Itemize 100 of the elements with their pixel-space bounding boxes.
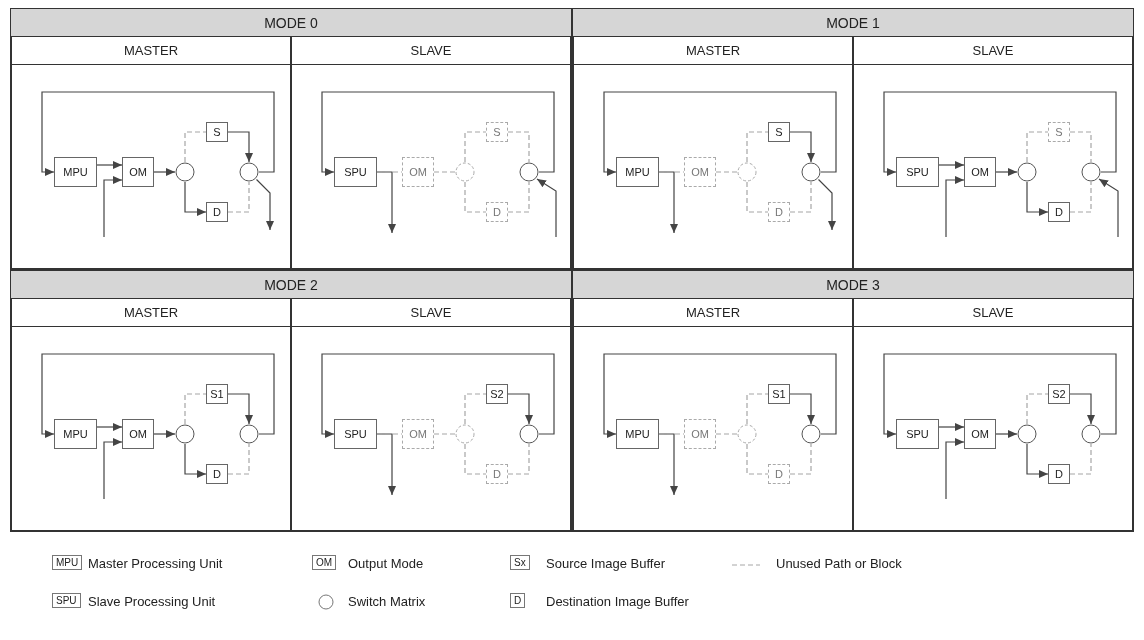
- mode-heading: MODE 1: [573, 9, 1133, 37]
- block-box: SPU: [896, 157, 939, 187]
- arrow: [41, 91, 275, 176]
- abbreviation-key: MPU: [52, 555, 83, 570]
- unused-path: [184, 393, 207, 425]
- diagram-panel: [853, 36, 1133, 269]
- arrow: [41, 353, 275, 438]
- block-box: D: [206, 202, 228, 222]
- arrow: [603, 91, 837, 176]
- block-box: S1: [206, 384, 228, 404]
- unused-path: [746, 131, 769, 163]
- unused-path: [433, 433, 456, 435]
- switch-circle: [175, 424, 195, 444]
- unused-path: [1069, 181, 1092, 213]
- mode-heading: MODE 0: [11, 9, 571, 37]
- arrow: [1026, 181, 1049, 216]
- switch-circle: [1081, 162, 1101, 182]
- unused-path: [433, 171, 456, 173]
- arrow: [883, 353, 1117, 438]
- unused-path: [464, 443, 487, 475]
- mode-heading: MODE 2: [11, 271, 571, 299]
- mode-table-cell: [10, 8, 572, 270]
- unused-path: [1026, 131, 1049, 163]
- unused-path: [746, 443, 769, 475]
- arrow: [321, 91, 555, 176]
- block-box: OM: [122, 157, 154, 187]
- legend-label: Switch Matrix: [348, 594, 426, 609]
- switch-circle: [519, 162, 539, 182]
- diagram-panel: [853, 298, 1133, 531]
- unused-path: [464, 393, 487, 425]
- mode-table-cell: [572, 270, 1134, 532]
- block-box: MPU: [54, 157, 97, 187]
- unused-path: [789, 443, 812, 475]
- diagram-panel: [291, 36, 571, 269]
- unused-path: [715, 433, 738, 435]
- block-box: OM: [964, 419, 996, 449]
- block-box: OM: [964, 157, 996, 187]
- switch-circle: [737, 162, 757, 182]
- arrow: [789, 131, 815, 163]
- arrow: [1069, 393, 1095, 425]
- block-box: S1: [768, 384, 790, 404]
- block-box: D: [486, 464, 508, 484]
- mode-heading: MODE 3: [573, 271, 1133, 299]
- block-box: MPU: [54, 419, 97, 449]
- unused-path: [746, 181, 769, 213]
- block-box: OM: [122, 419, 154, 449]
- arrow: [817, 178, 836, 231]
- arrow: [321, 353, 555, 438]
- block-box: MPU: [616, 157, 659, 187]
- unused-path: [1026, 393, 1049, 425]
- switch-circle: [455, 424, 475, 444]
- arrow: [227, 393, 253, 425]
- block-box: MPU: [616, 419, 659, 449]
- unused-path: [184, 131, 207, 163]
- legend-label: Output Mode: [348, 556, 424, 571]
- block-box: D: [206, 464, 228, 484]
- abbreviation-key: SPU: [52, 593, 81, 608]
- switch-circle: [1017, 424, 1037, 444]
- arrow: [103, 438, 123, 500]
- block-box: OM: [684, 157, 716, 187]
- switch-circle: [1081, 424, 1101, 444]
- unused-path: [227, 181, 250, 213]
- legend-label: Master Processing Unit: [88, 556, 223, 571]
- unused-path: [1069, 443, 1092, 475]
- arrow: [1026, 443, 1049, 478]
- unused-path: [1069, 131, 1092, 163]
- block-box: D: [486, 202, 508, 222]
- arrow: [789, 393, 815, 425]
- arrow: [603, 353, 837, 438]
- block-box: D: [768, 464, 790, 484]
- arrow: [945, 176, 965, 238]
- unused-path: [789, 181, 812, 213]
- arrow: [945, 438, 965, 500]
- arrow: [184, 181, 207, 216]
- unused-path: [746, 393, 769, 425]
- switch-circle: [1017, 162, 1037, 182]
- arrow: [103, 176, 123, 238]
- switch-circle: [239, 424, 259, 444]
- block-box: S2: [1048, 384, 1070, 404]
- unused-path: [715, 171, 738, 173]
- block-box: S: [768, 122, 790, 142]
- block-box: OM: [402, 157, 434, 187]
- block-box: OM: [402, 419, 434, 449]
- mode-table-cell: [572, 8, 1134, 270]
- legend-label: Unused Path or Block: [776, 556, 902, 571]
- arrow: [995, 430, 1018, 438]
- switch-circle: [737, 424, 757, 444]
- arrow: [255, 178, 274, 231]
- mode-table-cell: [10, 270, 572, 532]
- unused-path: [507, 181, 530, 213]
- arrow: [938, 161, 965, 169]
- unused-path: [507, 443, 530, 475]
- legend-label: Destination Image Buffer: [546, 594, 689, 609]
- switch-circle: [239, 162, 259, 182]
- legend-label: Slave Processing Unit: [88, 594, 216, 609]
- arrow: [883, 91, 1117, 176]
- block-box: SPU: [334, 419, 377, 449]
- abbreviation-key: Sx: [510, 555, 530, 570]
- block-box: S: [486, 122, 508, 142]
- block-box: D: [768, 202, 790, 222]
